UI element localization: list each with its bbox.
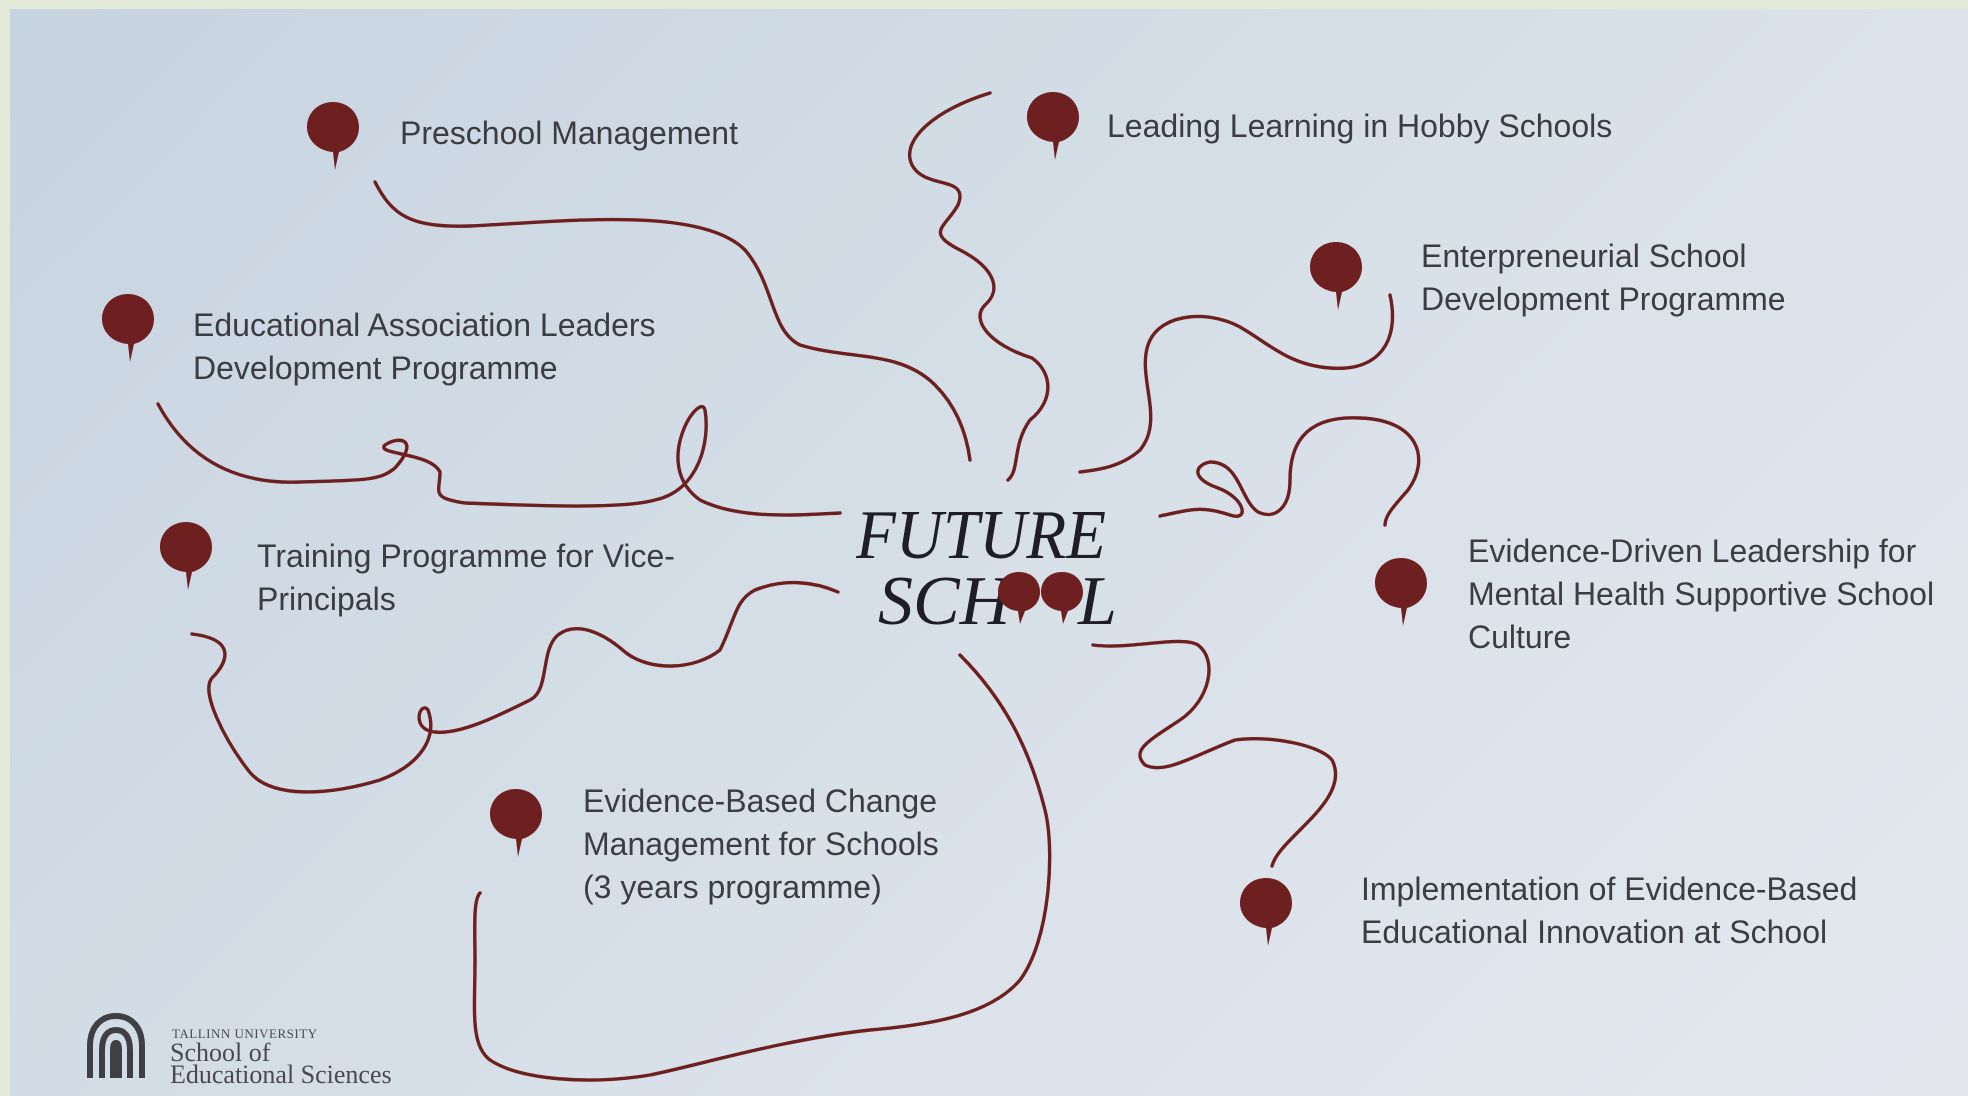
speech-pin-icon	[307, 102, 359, 170]
speech-pin-icon	[1375, 558, 1427, 626]
programme-label-line: Evidence-Driven Leadership for	[1468, 533, 1917, 569]
speech-pin-icon	[1041, 572, 1083, 624]
programme-entrepreneurial-school: Enterpreneurial School Development Progr…	[1421, 235, 1786, 321]
programme-label-line: Development Programme	[1421, 281, 1786, 317]
programme-label-line: Educational Innovation at School	[1361, 914, 1828, 950]
programme-vice-principals: Training Programme for Vice- Principals	[257, 535, 675, 621]
programme-label-line: Culture	[1468, 619, 1572, 655]
programme-educational-innovation: Implementation of Evidence-Based Educati…	[1361, 868, 1857, 954]
title-pin-icons	[998, 572, 1083, 624]
connector-preschool	[373, 180, 972, 462]
speech-pin-icon	[490, 789, 542, 857]
programme-label-line: Enterpreneurial School	[1421, 238, 1747, 274]
speech-pin-icon	[1240, 878, 1292, 946]
speech-pin-icon	[102, 294, 154, 362]
connector-hobby	[908, 91, 1050, 482]
programme-preschool-management: Preschool Management	[400, 112, 738, 155]
programme-label-line: Preschool Management	[400, 115, 738, 151]
programme-label-line: Educational Association Leaders	[193, 307, 656, 343]
arch-logo-icon	[87, 1012, 145, 1078]
programme-label-line: Evidence-Based Change	[583, 783, 938, 819]
logo-school-name: School of Educational Sciences	[170, 1038, 392, 1089]
logo-school-line: School of	[170, 1038, 271, 1067]
connector-innovation	[1091, 639, 1338, 868]
frame-border-left	[0, 0, 10, 1096]
title-line-future: FUTURE	[856, 497, 1106, 574]
frame-border-top	[0, 0, 1968, 9]
logo-school-line: Educational Sciences	[170, 1060, 392, 1089]
programme-hobby-schools: Leading Learning in Hobby Schools	[1107, 105, 1612, 148]
programme-mental-health-leadership: Evidence-Driven Leadership for Mental He…	[1468, 530, 1934, 659]
programme-label-line: Mental Health Supportive School	[1468, 576, 1935, 612]
connector-entrepreneurial	[1078, 293, 1395, 474]
programme-label-line: (3 years programme)	[583, 869, 882, 905]
connector-vice-principals	[190, 580, 840, 794]
programme-label-line: Implementation of Evidence-Based	[1361, 871, 1858, 907]
programme-change-management: Evidence-Based Change Management for Sch…	[583, 780, 939, 909]
speech-pin-icon	[160, 522, 212, 590]
connector-mental-health	[1158, 416, 1421, 527]
logo-university-name: TALLINN UNIVERSITY	[172, 1026, 318, 1041]
speech-pin-icon	[1310, 242, 1362, 310]
programme-label-line: Management for Schools	[583, 826, 939, 862]
programme-label-line: Leading Learning in Hobby Schools	[1107, 108, 1613, 144]
future-school-title: FUTURE SCH L	[856, 497, 1117, 636]
university-logo: TALLINN UNIVERSITY School of Educational…	[84, 1008, 504, 1094]
connector-association	[156, 402, 842, 517]
programme-label-line: Principals	[257, 581, 396, 617]
programme-association-leaders: Educational Association Leaders Developm…	[193, 304, 656, 390]
programme-label-line: Training Programme for Vice-	[257, 538, 675, 574]
programme-label-line: Development Programme	[193, 350, 558, 386]
title-line-school-end: L	[1077, 563, 1117, 636]
title-line-school-start: SCH	[878, 563, 1014, 636]
connector-change-management	[472, 653, 1052, 1082]
speech-pin-icon	[1027, 92, 1079, 160]
speech-pin-icon	[998, 572, 1040, 624]
